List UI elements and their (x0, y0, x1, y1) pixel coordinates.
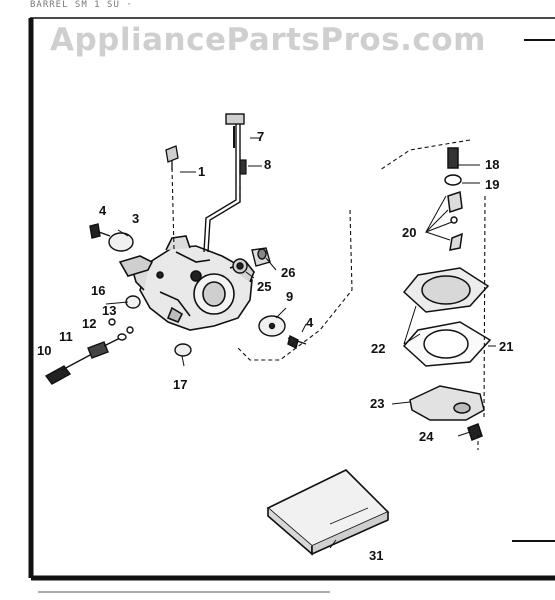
callout-label-1: 1 (198, 164, 206, 179)
callout-label-4b: 4 (306, 315, 314, 330)
callout-label-16: 16 (91, 283, 106, 298)
fuel-pump-assembly (402, 147, 492, 441)
callout-label-17: 17 (173, 377, 188, 392)
callout-label-22: 22 (371, 341, 386, 356)
callout-label-18: 18 (485, 157, 500, 172)
watermark-text: AppliancePartsPros.com (50, 22, 486, 58)
part-17-plug (174, 343, 192, 357)
part-16-ring (125, 295, 141, 309)
callout-label-26: 26 (281, 265, 296, 280)
part-31-filter-pad (266, 469, 390, 556)
part-8-pin (239, 159, 247, 175)
callout-label-19: 19 (485, 177, 500, 192)
callout-label-3: 3 (132, 211, 140, 226)
callout-label-13: 13 (102, 303, 117, 318)
part-3-plate (89, 223, 134, 252)
part-25-26-fitting (232, 247, 271, 274)
callout-label-9: 9 (286, 289, 294, 304)
callout-label-12: 12 (82, 316, 97, 331)
callout-label-8: 8 (264, 157, 272, 172)
part-1-screw (165, 145, 179, 170)
header-strip-text: BARREL SM 1 SU · (30, 0, 133, 10)
callout-label-11: 11 (59, 329, 73, 344)
dashed-leader-lines (171, 139, 486, 450)
carburetor-body (118, 235, 255, 331)
callout-label-10: 10 (37, 343, 52, 358)
callout-label-25: 25 (257, 279, 272, 294)
linkage-rod (203, 113, 245, 253)
callout-label-20: 20 (402, 225, 417, 240)
part-9-plate (258, 315, 307, 350)
solid-leader-lines (105, 137, 496, 549)
callout-label-21: 21 (499, 339, 514, 354)
callout-label-7: 7 (257, 129, 265, 144)
callout-label-4a: 4 (99, 203, 107, 218)
callout-label-31: 31 (369, 548, 384, 563)
diagram-frame (28, 17, 555, 593)
callout-label-24: 24 (419, 429, 434, 444)
callout-label-23: 23 (370, 396, 385, 411)
needle-valve-assembly (44, 318, 134, 385)
